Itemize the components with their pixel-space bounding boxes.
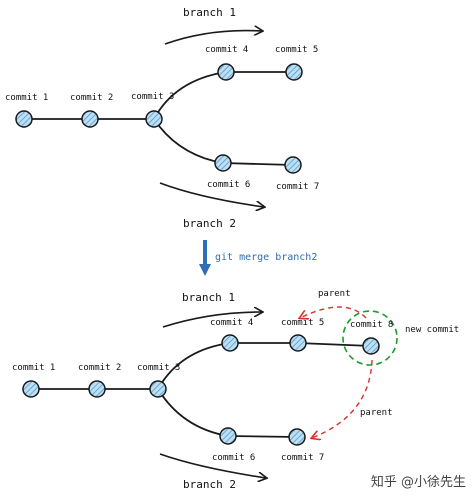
bottom-commit-3-label: commit 3 [137, 363, 180, 373]
top-commit-1-node [15, 110, 33, 128]
new-commit-label: new commit [405, 325, 459, 335]
top-commit-6-node [214, 154, 232, 172]
top-diagram: branch 1 commit 1 commit 2 commit 3 comm… [5, 6, 319, 230]
bottom-commit-6-label: commit 6 [212, 453, 255, 463]
top-commit-6-label: commit 6 [207, 180, 250, 190]
bottom-commit-8-node [362, 337, 380, 355]
bottom-commit-8-label: commit 8 [350, 320, 393, 330]
merge-step: git merge branch2 [199, 240, 317, 276]
top-commit-1-label: commit 1 [5, 93, 48, 103]
bottom-commit-3-node [149, 380, 167, 398]
new-commit-highlight [342, 310, 398, 366]
bottom-commit-1-label: commit 1 [12, 363, 55, 373]
bottom-commit-7-node [288, 428, 306, 446]
parent-arrow-to-commit-5 [300, 306, 367, 318]
top-commit-7-label: commit 7 [276, 182, 319, 192]
top-branch2-arrow [159, 182, 264, 207]
top-commit-5-node [285, 63, 303, 81]
bottom-commit-4-node [221, 334, 239, 352]
bottom-branch1-arrow [162, 312, 262, 328]
bottom-commit-5-label: commit 5 [281, 318, 324, 328]
bottom-commit-4-label: commit 4 [210, 318, 253, 328]
bottom-commit-2-node [88, 380, 106, 398]
parent-label-1: parent [318, 289, 351, 299]
bottom-branch2-label: branch 2 [183, 478, 236, 491]
top-branch2-label: branch 2 [183, 217, 236, 230]
top-commit-4-label: commit 4 [205, 45, 248, 55]
parent-arrow-to-commit-7 [312, 359, 373, 438]
top-commit-4-node [217, 63, 235, 81]
top-edge-6-7 [222, 162, 294, 166]
top-edge-3-6 [153, 118, 224, 164]
top-commit-5-label: commit 5 [275, 45, 318, 55]
top-commit-2-label: commit 2 [70, 93, 113, 103]
parent-label-2: parent [360, 408, 393, 418]
top-commit-2-node [81, 110, 99, 128]
merge-label: git merge branch2 [215, 252, 317, 263]
bottom-edge-6-7 [227, 435, 298, 438]
top-commit-3-node [145, 110, 163, 128]
bottom-commit-1-node [22, 380, 40, 398]
bottom-commit-7-label: commit 7 [281, 453, 324, 463]
bottom-edge-3-6 [157, 388, 229, 437]
bottom-diagram: branch 1 commit 1 commit 2 commit 3 comm… [12, 289, 459, 491]
bottom-branch1-label: branch 1 [182, 291, 235, 304]
bottom-edge-5-8 [297, 342, 372, 347]
top-branch1-arrow [164, 31, 262, 45]
watermark: 知乎 @小徐先生 [370, 475, 466, 490]
bottom-commit-6-node [219, 427, 237, 445]
bottom-commit-5-node [289, 334, 307, 352]
top-commit-7-node [284, 156, 302, 174]
top-commit-3-label: commit 3 [131, 92, 174, 102]
bottom-edge-3-4 [157, 342, 231, 390]
bottom-commit-2-label: commit 2 [78, 363, 121, 373]
top-branch1-label: branch 1 [183, 6, 236, 19]
bottom-branch2-arrow [159, 453, 266, 478]
